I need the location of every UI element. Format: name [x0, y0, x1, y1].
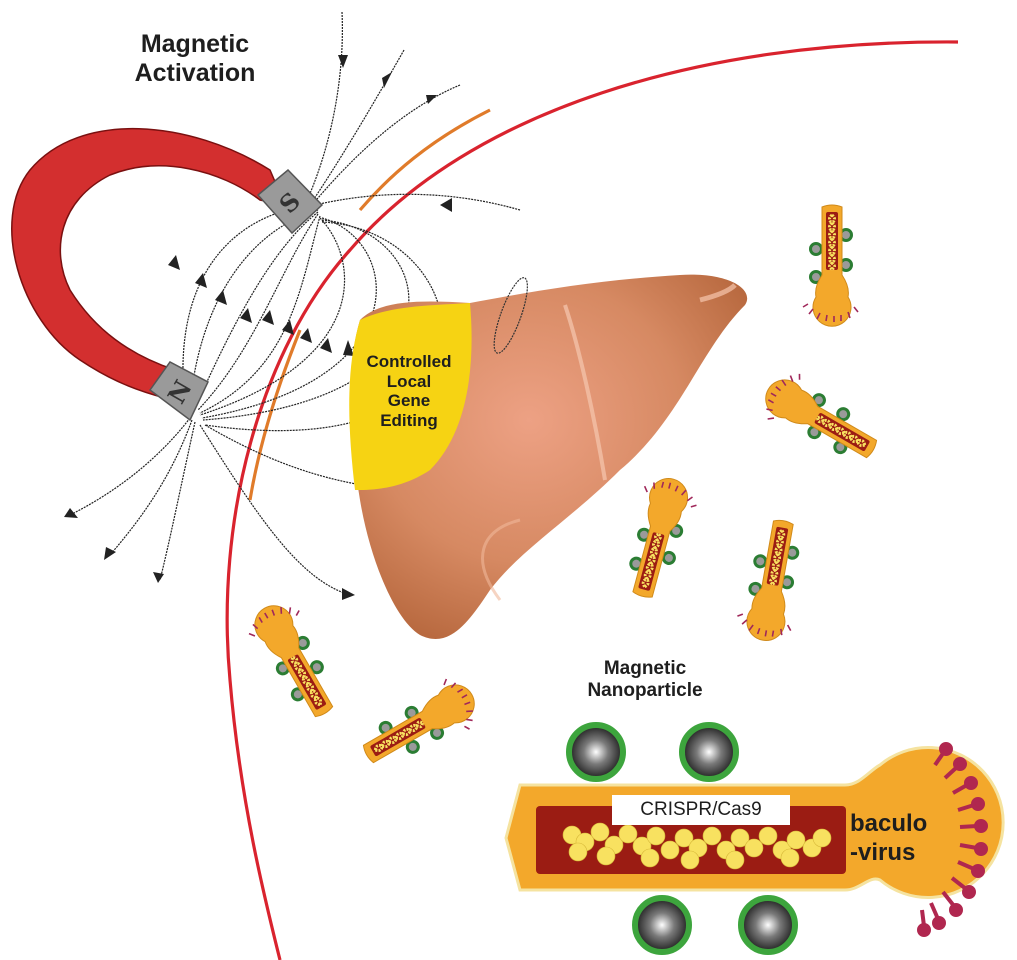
small-virion: [753, 362, 890, 475]
label-line: Magnetic: [603, 658, 687, 679]
nanoparticle: [566, 722, 626, 782]
liver: [349, 274, 748, 639]
south-pole: S: [256, 168, 324, 235]
label-line: Local: [386, 371, 432, 391]
small-virion: [801, 203, 860, 328]
gene-editing-zone: [349, 303, 472, 490]
small-virion: [732, 514, 811, 647]
baculovirus-label: baculo -virus: [850, 810, 960, 868]
label-line: Gene: [387, 391, 431, 411]
nanoparticle: [738, 895, 798, 955]
small-virion: [352, 670, 488, 782]
label-line: Editing: [380, 410, 438, 430]
label-line: baculo: [850, 810, 928, 837]
title-line: Magnetic: [140, 30, 250, 58]
field-arrows: [64, 55, 472, 600]
small-virion: [615, 470, 703, 606]
gene-editing-label: Controlled Local Gene Editing: [350, 352, 468, 430]
label-line: Controlled: [366, 352, 452, 371]
surface-spikes: [917, 742, 988, 937]
title-line: Activation: [134, 58, 256, 87]
north-pole: N: [148, 361, 209, 422]
cell-membrane: [225, 40, 959, 960]
label-line: -virus: [850, 838, 916, 866]
nanoparticle: [679, 722, 739, 782]
crispr-dna: [562, 822, 832, 870]
horseshoe-magnet: S N: [11, 127, 324, 422]
label-line: Nanoparticle: [587, 679, 703, 701]
nanoparticle: [632, 895, 692, 955]
small-virion: [240, 592, 352, 728]
nanoparticle-label: Magnetic Nanoparticle: [560, 658, 730, 702]
crispr-label: CRISPR/Cas9: [612, 795, 790, 825]
magnetic-activation-title: Magnetic Activation: [100, 30, 290, 88]
